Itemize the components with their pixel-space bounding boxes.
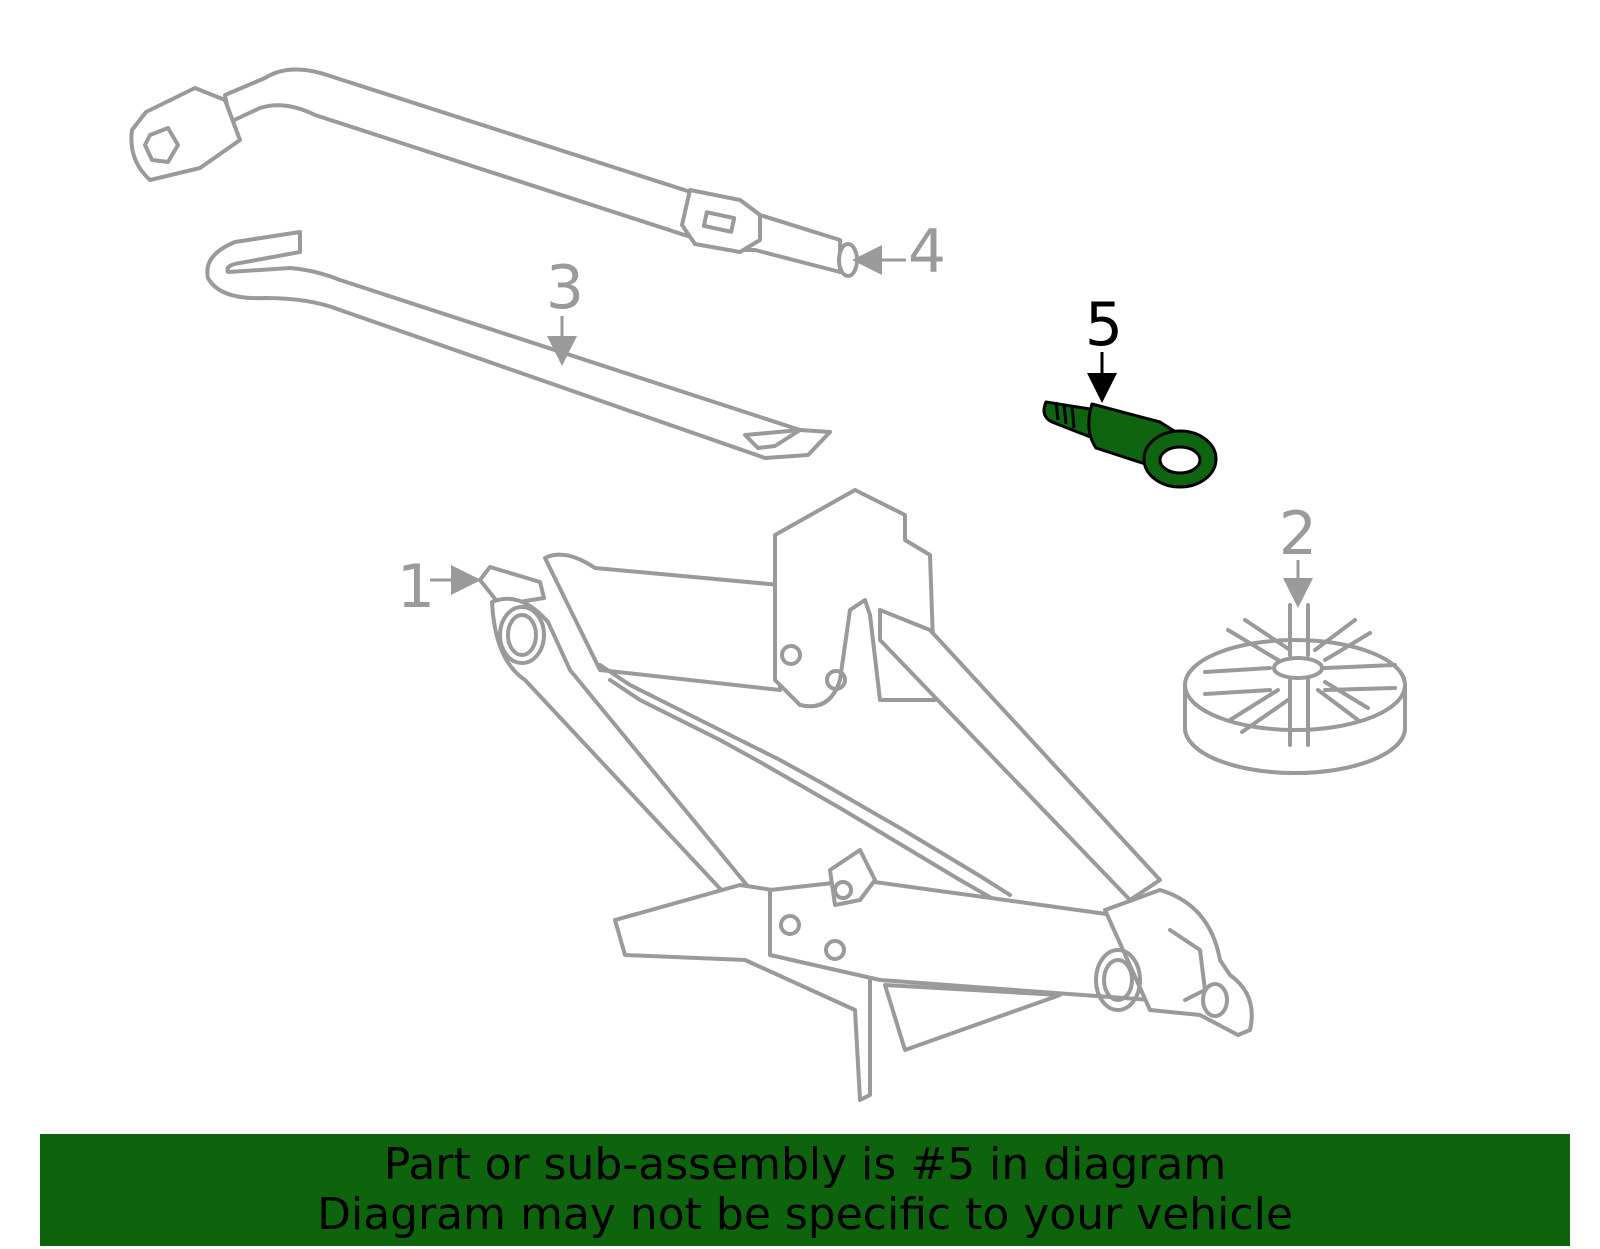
callout-4: 4 xyxy=(908,217,946,287)
scissor-jack-part-1 xyxy=(478,488,1254,1102)
jack-handle-part-3 xyxy=(205,230,832,460)
tow-eye-part-5 xyxy=(1042,400,1218,489)
callout-1: 1 xyxy=(397,552,435,622)
banner-line-2: Diagram may not be specific to your vehi… xyxy=(317,1189,1293,1240)
callout-2: 2 xyxy=(1279,499,1317,569)
callout-5: 5 xyxy=(1085,290,1123,360)
callout-3: 3 xyxy=(546,253,584,323)
info-banner: Part or sub-assembly is #5 in diagram Di… xyxy=(40,1134,1570,1246)
jack-pad-part-2 xyxy=(1183,603,1407,775)
banner-line-1: Part or sub-assembly is #5 in diagram xyxy=(383,1139,1227,1190)
